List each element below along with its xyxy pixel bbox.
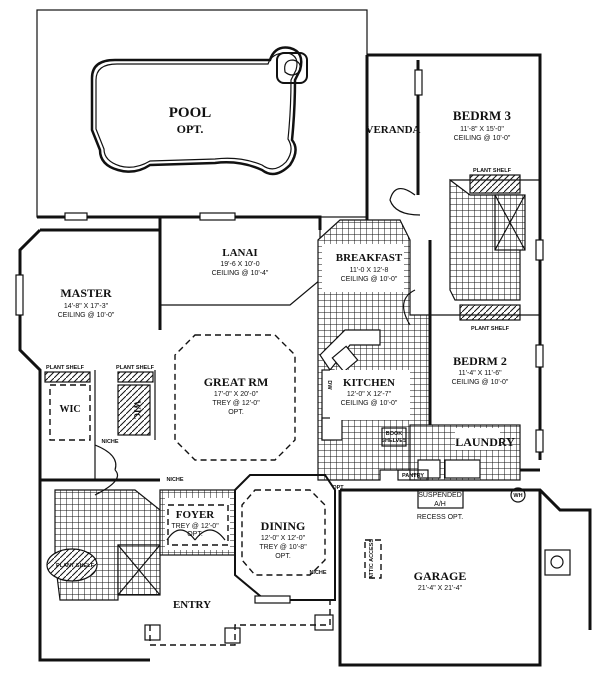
niche-label: NICHE	[166, 477, 183, 483]
dishwasher-label: DW	[326, 380, 332, 390]
window	[64, 212, 88, 221]
wic2-label: WIC	[132, 400, 142, 419]
recess-label: RECESS OPT.	[417, 514, 463, 521]
plant-shelf-label: PLANT SHELF	[56, 563, 95, 569]
bedroom3-ceiling: CEILING @ 10'-0"	[454, 135, 511, 142]
great-room-trey	[174, 334, 296, 461]
window	[535, 344, 544, 368]
opt-label: OPT	[332, 485, 344, 491]
great-room-size: 17'-0" X 20'-0"	[214, 391, 259, 398]
dryer	[444, 459, 481, 479]
window	[535, 239, 544, 261]
suspended-label: A/H	[434, 501, 446, 508]
garage-walls	[338, 488, 592, 667]
breakfast-ceiling: CEILING @ 10'-0"	[341, 276, 398, 283]
dining-note: OPT.	[275, 553, 291, 560]
plant-shelf-label: PLANT SHELF	[46, 365, 85, 371]
entry-label: ENTRY	[173, 599, 211, 611]
window	[414, 69, 423, 96]
plant-shelf-bed3	[469, 174, 521, 194]
veranda-label: VERANDA	[366, 124, 421, 136]
bedroom3-label: BEDRM 3	[453, 108, 512, 123]
bedroom3-size: 11'-8" X 15'-0"	[460, 126, 504, 133]
window	[199, 212, 236, 221]
kitchen-ceiling: CEILING @ 10'-0"	[341, 400, 398, 407]
lanai-size: 19'-6 X 10'-0	[220, 261, 259, 268]
foyer-ceiling: TREY @ 12'-0"	[171, 523, 219, 530]
attic-access	[364, 539, 382, 579]
great-room-label: GREAT RM	[204, 375, 269, 389]
lanai-ceiling: CEILING @ 10'-4"	[212, 270, 269, 277]
window	[15, 274, 24, 316]
master-size: 14'-8" X 17'-3"	[64, 303, 109, 310]
veranda: VERANDA	[366, 60, 421, 195]
wic1-label: WIC	[59, 404, 80, 415]
foyer-note: OPT.	[187, 531, 203, 538]
pool-outline	[90, 46, 303, 176]
dining-walls	[234, 474, 336, 601]
door-swing[interactable]	[403, 289, 416, 326]
book-shelves-label: BOOK	[386, 431, 403, 437]
suspended-ah	[417, 489, 464, 509]
entry-porch	[149, 600, 331, 646]
tub	[46, 548, 98, 582]
kitchen-cabinets	[319, 329, 410, 441]
breakfast-label: BREAKFAST	[336, 252, 403, 264]
attic-access-label: ATTIC ACCESS	[369, 539, 375, 579]
door-swing[interactable]	[94, 444, 119, 496]
pantry	[397, 469, 429, 481]
great-room-note: OPT.	[228, 409, 244, 416]
niche-label: NICHE	[101, 439, 118, 445]
kitchen-label: KITCHEN	[343, 377, 395, 389]
suspended-label: SUSPENDED	[418, 492, 462, 499]
niche-label: NICHE	[309, 570, 326, 576]
spa	[276, 52, 308, 84]
bedroom2-label: BEDRM 2	[453, 354, 507, 368]
garage-size: 21'-4" X 21'-4"	[418, 585, 463, 592]
dining-size: 12'-0" X 12'-0"	[261, 535, 306, 542]
plant-shelf-master-1	[44, 371, 91, 383]
dining-trey	[241, 489, 326, 576]
plant-shelf-label: PLANT SHELF	[471, 326, 510, 332]
window	[254, 595, 291, 604]
pool-note: OPT.	[177, 122, 204, 136]
window	[535, 429, 544, 453]
wic-closet-2	[117, 384, 151, 436]
door-swing[interactable]	[389, 188, 421, 216]
great-room-ceiling: TREY @ 12'-0"	[212, 400, 260, 407]
master-ceiling: CEILING @ 10'-0"	[58, 312, 115, 319]
water-heater	[510, 487, 526, 503]
pantry-label: PANTRY	[402, 473, 424, 479]
kitchen-size: 12'-0" X 12'-7"	[347, 391, 392, 398]
laundry-label: LAUNDRY	[455, 435, 515, 449]
lanai-label: LANAI	[222, 247, 257, 259]
dining-label: DINING	[261, 519, 306, 533]
plant-shelf-master-2	[117, 371, 154, 383]
garage-label: GARAGE	[414, 569, 467, 583]
washer	[417, 459, 441, 479]
dining-ceiling: TREY @ 10'-8"	[259, 544, 307, 551]
plant-shelf-label: PLANT SHELF	[116, 365, 155, 371]
pool-label: POOL	[169, 105, 212, 121]
bedroom2-ceiling: CEILING @ 10'-0"	[452, 379, 509, 386]
foyer-label: FOYER	[176, 509, 216, 521]
plant-shelf-label: PLANT SHELF	[473, 168, 512, 174]
book-shelves-label: SHELVES	[381, 438, 407, 444]
breakfast-size: 11'-0 X 12'-8	[350, 267, 389, 274]
master-label: MASTER	[60, 286, 112, 300]
water-heater-label: WH	[513, 493, 522, 499]
foyer-trey	[167, 504, 229, 546]
wic-closet-1	[49, 384, 91, 441]
plant-shelf-bed2	[459, 304, 521, 321]
bedroom2-size: 11'-4" X 11'-6"	[458, 370, 502, 377]
hvac-unit	[544, 549, 571, 576]
book-shelves	[381, 427, 407, 447]
